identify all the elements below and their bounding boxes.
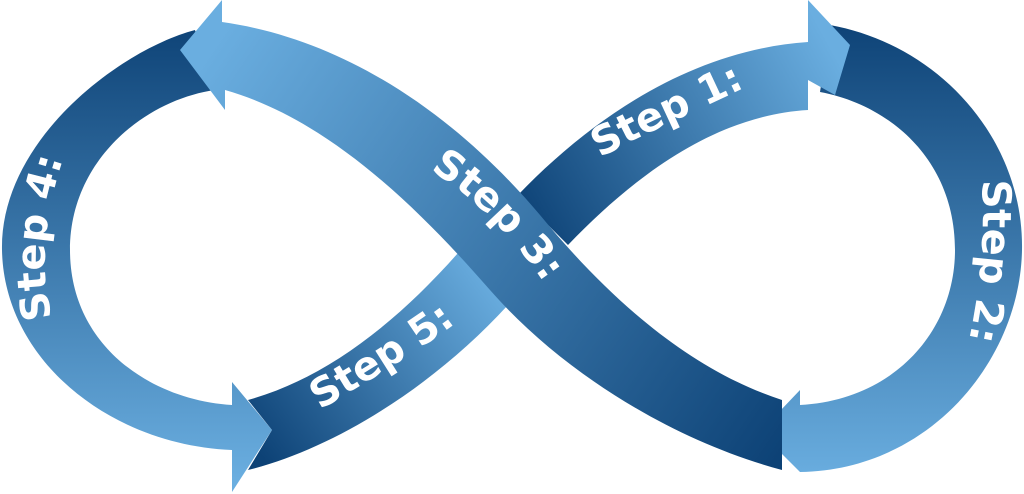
step-4-arrow-band <box>1 30 272 492</box>
step-5-arrow-band <box>248 253 508 470</box>
step-3-arrow-band <box>180 0 782 470</box>
step-2-arrow-band <box>760 25 1023 472</box>
step-1-arrow-band <box>518 0 850 245</box>
